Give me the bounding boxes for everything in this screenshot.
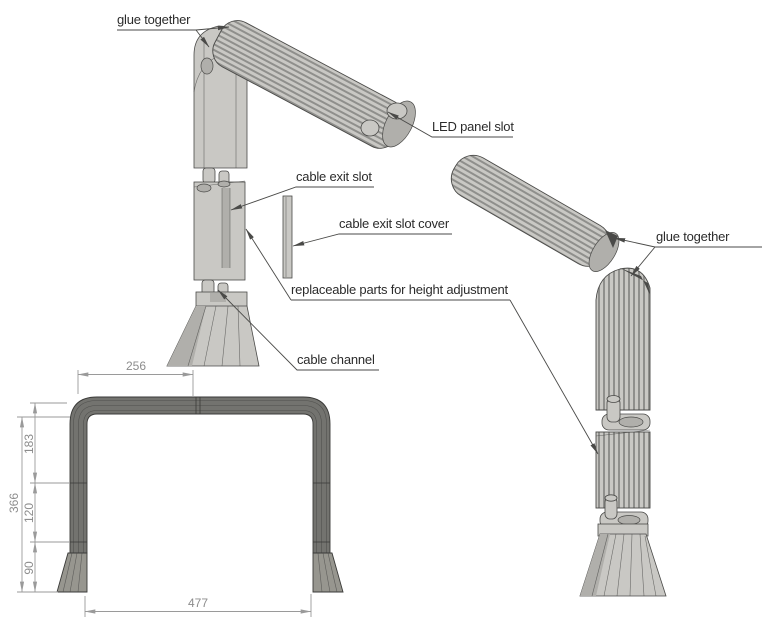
label-led-panel-slot: LED panel slot bbox=[432, 119, 514, 134]
label-replaceable-parts: replaceable parts for height adjustment bbox=[291, 282, 508, 297]
right-lower-segment-part bbox=[595, 431, 651, 509]
dimension-top-width: 256 bbox=[125, 359, 147, 373]
dimension-base-height: 90 bbox=[22, 561, 36, 575]
glue-face-corner bbox=[620, 268, 650, 295]
frame-outline bbox=[69, 396, 331, 554]
left-base-part bbox=[166, 291, 260, 367]
dimension-lines bbox=[17, 370, 312, 617]
label-glue-together-left: glue together bbox=[117, 12, 191, 27]
led-panel-peg bbox=[360, 119, 380, 137]
right-leg-seams bbox=[313, 482, 330, 543]
dimension-middle-segment: 120 bbox=[22, 502, 36, 524]
left-foot-2d bbox=[56, 552, 88, 593]
cable-exit-slot bbox=[222, 188, 230, 268]
right-foot-2d bbox=[312, 552, 344, 593]
glue-face-arm bbox=[605, 230, 618, 248]
dimension-upper-segment: 183 bbox=[22, 433, 36, 455]
cable-exit-slot-cover-part bbox=[282, 195, 293, 279]
left-leg-seams bbox=[70, 482, 87, 543]
leader-lines bbox=[117, 25, 762, 455]
right-corner-column-part bbox=[595, 267, 651, 411]
top-bar-seam bbox=[195, 397, 201, 414]
column-connector bbox=[601, 395, 651, 431]
label-cable-exit-slot: cable exit slot bbox=[296, 169, 372, 184]
middle-segment-part bbox=[193, 180, 246, 281]
cable-channel bbox=[210, 293, 226, 302]
right-base-part bbox=[579, 523, 667, 597]
corner-peg-hole bbox=[200, 57, 214, 75]
dimension-base-width: 477 bbox=[187, 596, 209, 610]
front-view bbox=[56, 396, 344, 593]
label-cable-channel: cable channel bbox=[297, 352, 375, 367]
right-assembly bbox=[450, 154, 667, 597]
left-assembly bbox=[166, 20, 416, 367]
label-cable-exit-slot-cover: cable exit slot cover bbox=[339, 216, 449, 231]
dimension-total-height: 366 bbox=[7, 492, 21, 514]
label-glue-together-right: glue together bbox=[656, 229, 730, 244]
